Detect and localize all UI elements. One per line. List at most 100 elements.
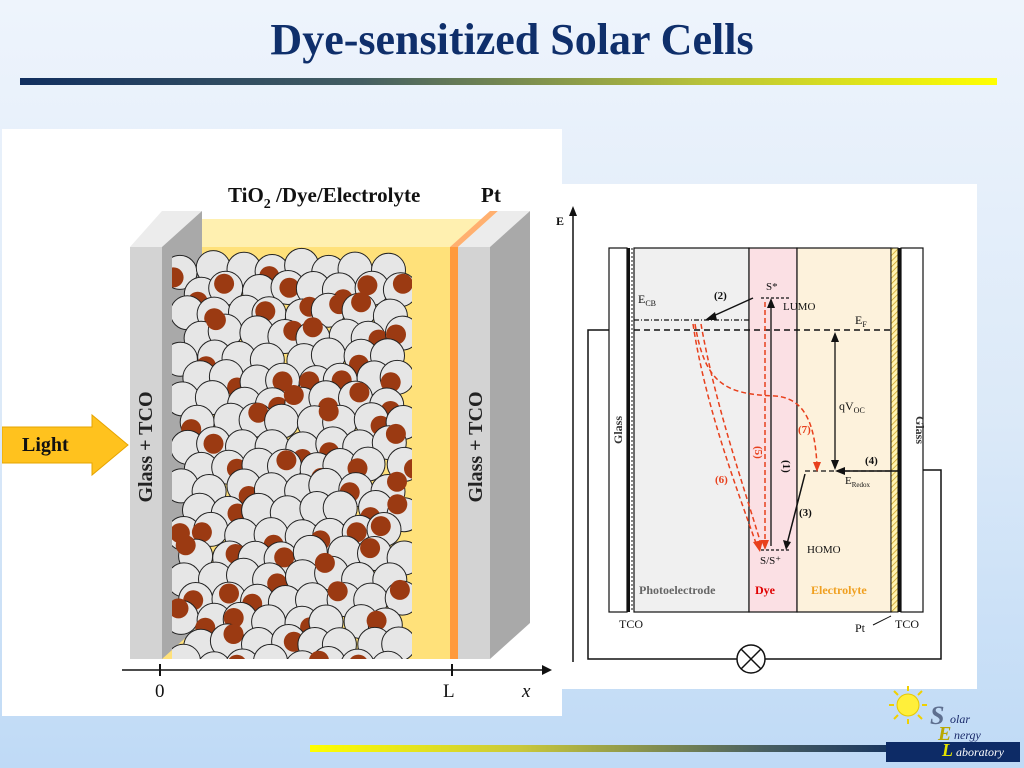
step-1-label: (1)	[780, 460, 792, 473]
pt-label: Pt	[855, 621, 866, 635]
right-glass-top	[458, 211, 530, 247]
recombination-dye-arrow-2	[700, 323, 762, 545]
dye-molecule	[205, 310, 226, 331]
title-underline-bar	[20, 78, 997, 85]
excitation-arrowhead	[767, 298, 775, 308]
s-splus-label: S/S⁺	[760, 555, 781, 567]
dye-molecule	[175, 535, 196, 556]
dye-molecule	[318, 401, 339, 422]
dye-molecule	[314, 552, 335, 573]
x-axis-arrowhead	[542, 665, 552, 675]
right-glass-label: Glass + TCO	[465, 391, 487, 502]
step-4-label: (4)	[865, 455, 878, 467]
photoelectrode-label: Photoelectrode	[639, 583, 716, 597]
pt-layer	[450, 247, 458, 659]
recombination-electrolyte-arrowhead	[813, 462, 821, 472]
dye-molecule	[279, 277, 300, 298]
pt-top	[450, 211, 498, 247]
dye-molecule	[351, 292, 372, 313]
energy-level-diagram: E Glass Glass	[555, 184, 977, 689]
dye-molecule	[223, 608, 244, 628]
right-glass-front	[458, 247, 490, 659]
dye-molecule	[389, 579, 410, 600]
left-glass-front	[130, 247, 162, 659]
tco-right-label: TCO	[895, 617, 919, 631]
reduction-arrowhead	[835, 467, 845, 475]
dye-molecule	[274, 547, 295, 568]
axis-label-L: L	[443, 681, 455, 702]
footer-bar	[310, 745, 910, 752]
pt-pointer-line	[872, 615, 892, 626]
logo-word-solar: olar	[950, 712, 970, 726]
qvoc-label: qVOC	[839, 399, 865, 415]
tio2-dye-particles	[172, 247, 412, 689]
step-5-label: (5)	[752, 446, 764, 459]
light-label: Light	[22, 434, 69, 456]
pt-hatched-layer	[890, 247, 899, 613]
dye-molecule	[219, 583, 239, 604]
logo-svg: S olar E nergy L aboratory	[886, 686, 1020, 762]
step-7-label: (7)	[798, 424, 811, 436]
logo-letter-l: L	[941, 740, 953, 760]
logo-base-band	[886, 742, 1020, 762]
dye-molecule	[172, 598, 189, 619]
dye-molecule	[350, 654, 367, 659]
solar-energy-laboratory-logo: S olar E nergy L aboratory	[882, 686, 1022, 764]
dye-molecule	[392, 273, 412, 294]
dye-molecule	[385, 423, 406, 444]
qvoc-arrowhead-bottom	[831, 460, 839, 470]
dye-molecule	[283, 385, 304, 405]
ef-label: EF	[855, 313, 867, 329]
step-6-label: (6)	[715, 474, 728, 486]
left-glass-label: Glass + TCO	[135, 391, 157, 502]
recombination-electrolyte-arrow	[694, 323, 818, 467]
tio2-particle	[199, 651, 229, 659]
qvoc-arrowhead-top	[831, 332, 839, 342]
electrolyte-label: Electrolyte	[811, 583, 867, 597]
step-2-label: (2)	[714, 290, 727, 302]
dye-molecule	[210, 669, 230, 689]
axis-label-x: x	[521, 681, 531, 702]
ecb-label: ECB	[638, 292, 656, 308]
tio2-particle	[341, 648, 374, 659]
right-glass-text: Glass	[913, 416, 927, 444]
dye-molecule	[370, 516, 391, 537]
dye-molecule	[302, 317, 323, 338]
sun-icon	[889, 686, 927, 724]
external-circuit-right	[765, 469, 942, 660]
logo-letter-s: S	[930, 701, 944, 730]
dye-molecule	[191, 522, 212, 543]
pt-header: Pt	[481, 183, 501, 207]
energy-level-svg: E Glass Glass	[556, 206, 942, 674]
tio2-particle	[253, 643, 288, 659]
load-lamp-cross-b	[740, 648, 762, 670]
axis-label-zero: 0	[155, 681, 165, 702]
right-glass-side	[490, 211, 530, 659]
recombination-dye-arrow	[692, 323, 758, 547]
s-star-label: S*	[766, 281, 778, 293]
regeneration-arrow	[786, 473, 806, 545]
tio2-particle	[287, 650, 318, 659]
injection-arrowhead	[705, 312, 717, 320]
dye-molecule	[404, 459, 412, 479]
tco-left-label: TCO	[619, 617, 643, 631]
dye-molecule	[366, 610, 387, 631]
dssc-structure-diagram: TiO2 /Dye/Electrolyte Pt Glass + TCO Gla…	[2, 129, 562, 716]
tio2-particle	[226, 648, 259, 659]
dye-molecule	[223, 624, 244, 644]
dye-molecule	[380, 372, 401, 393]
homo-label: HOMO	[807, 544, 841, 556]
logo-letter-e: E	[937, 723, 951, 745]
external-circuit-left	[587, 329, 737, 660]
dye-molecule	[203, 433, 224, 454]
logo-word-energy: nergy	[954, 728, 982, 742]
slide-title: Dye-sensitized Solar Cells	[270, 15, 754, 64]
dye-molecule	[349, 382, 370, 403]
left-glass-top	[130, 211, 202, 247]
dye-molecule	[272, 371, 293, 392]
right-tco-layer	[898, 248, 901, 612]
dye-molecule	[228, 654, 246, 659]
dye-molecule	[387, 471, 407, 492]
dye-molecule	[276, 450, 297, 471]
light-arrow	[2, 413, 129, 477]
